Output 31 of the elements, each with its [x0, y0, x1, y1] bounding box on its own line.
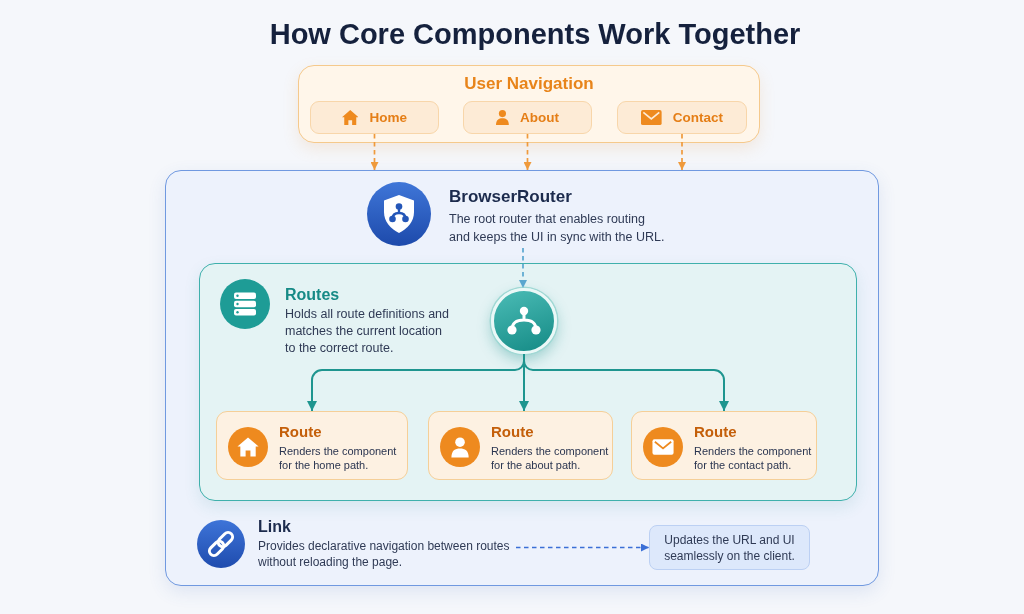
arrow [515, 543, 650, 552]
diagram-title: How Core Components Work Together [269, 17, 801, 52]
nav-button: Home [310, 101, 439, 134]
hub-circle [491, 288, 557, 354]
route-card [428, 411, 613, 480]
section-heading: BrowserRouter [449, 187, 572, 207]
section-heading: Routes [285, 285, 340, 305]
card-heading: Route [694, 423, 737, 441]
card-description: Renders the component for the contact path. [694, 444, 813, 472]
info-box: Updates the URL and UI seamlessly on the client. [649, 525, 810, 570]
arrow [370, 133, 379, 171]
container-panel [165, 170, 879, 586]
card-description: Renders the component for the about path. [491, 444, 610, 472]
arrow [519, 247, 527, 289]
nav-button: About [463, 101, 592, 134]
feature-heading: Link [258, 517, 291, 537]
nav-button: Contact [617, 101, 747, 134]
arrow [523, 133, 532, 171]
card-heading: Route [279, 423, 322, 441]
card-description: Renders the component for the home path. [279, 444, 398, 472]
navigation-panel [298, 65, 760, 143]
route-card [216, 411, 408, 480]
section-description: The root router that enables routing and keeps the UI in sync with the URL. [449, 211, 666, 246]
route-card [631, 411, 817, 480]
feature-description: Provides declarative navigation between routes without reloading the page. [258, 538, 511, 570]
panel-heading: User Navigation [464, 73, 594, 94]
card-heading: Route [491, 423, 534, 441]
section-description: Holds all route definitions and matches the current location to the correct route. [285, 306, 450, 357]
arrow [523, 353, 729, 412]
container-panel [199, 263, 857, 501]
arrow [678, 133, 686, 171]
